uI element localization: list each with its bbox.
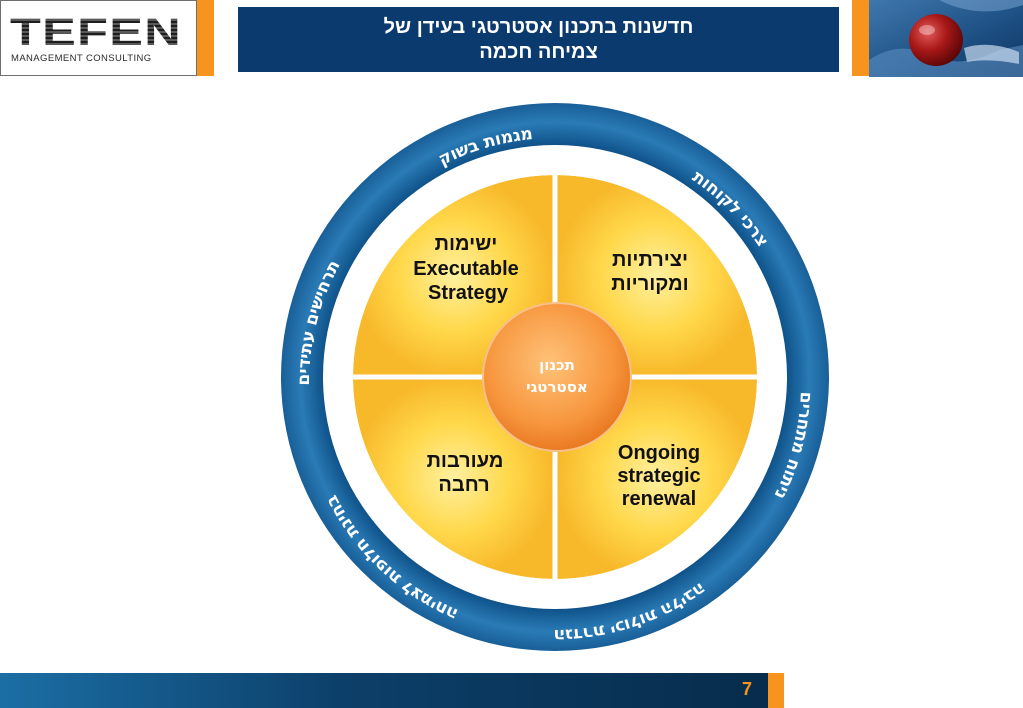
slide-footer: 7 xyxy=(0,673,1023,708)
logo-text: TEFEN xyxy=(10,13,182,49)
header-accent-strip-right xyxy=(852,0,869,76)
title-banner: חדשנות בתכנון אסטרטגי בעידן של צמיחה חכמ… xyxy=(238,7,839,72)
logo-subtitle: MANAGEMENT CONSULTING xyxy=(11,53,152,64)
header-accent-strip xyxy=(197,0,214,76)
quadrant-top-left-line-1: ישימות xyxy=(435,233,498,255)
quadrant-bottom-left-line-1: מעורבות xyxy=(427,450,504,472)
title-line-2: צמיחה חכמה xyxy=(479,40,598,63)
slide-header: TEFEN MANAGEMENT CONSULTING חדשנות בתכנו… xyxy=(0,0,1023,78)
quadrant-bottom-left-line-2: רחבה xyxy=(438,474,489,496)
footer-bar xyxy=(0,673,768,708)
page-number: 7 xyxy=(742,679,753,699)
quadrant-top-right-line-1: יצירתיות xyxy=(612,249,688,271)
quadrant-bottom-right-line-2: strategic xyxy=(617,465,700,487)
quadrant-top-right-line-2: ומקוריות xyxy=(611,273,688,295)
quadrant-top-left-line-2: Executable xyxy=(413,258,519,280)
center-circle xyxy=(482,302,632,452)
logo-wordmark: TEFEN xyxy=(10,13,182,49)
quadrant-top-left-line-3: Strategy xyxy=(428,282,509,304)
footer-accent-strip xyxy=(768,673,784,708)
quadrant-bottom-right-line-3: renewal xyxy=(622,488,696,510)
title-line-1: חדשנות בתכנון אסטרטגי בעידן של xyxy=(383,15,694,38)
quadrant-bottom-right-line-1: Ongoing xyxy=(618,442,700,464)
center-label-line-1: תכנון xyxy=(539,356,575,374)
page-title: חדשנות בתכנון אסטרטגי בעידן של צמיחה חכמ… xyxy=(384,15,694,65)
center-label-line-2: אסטרטגי xyxy=(526,378,588,396)
header-photo xyxy=(869,0,1023,77)
company-logo: TEFEN MANAGEMENT CONSULTING xyxy=(0,0,197,76)
apple-image xyxy=(909,14,963,66)
